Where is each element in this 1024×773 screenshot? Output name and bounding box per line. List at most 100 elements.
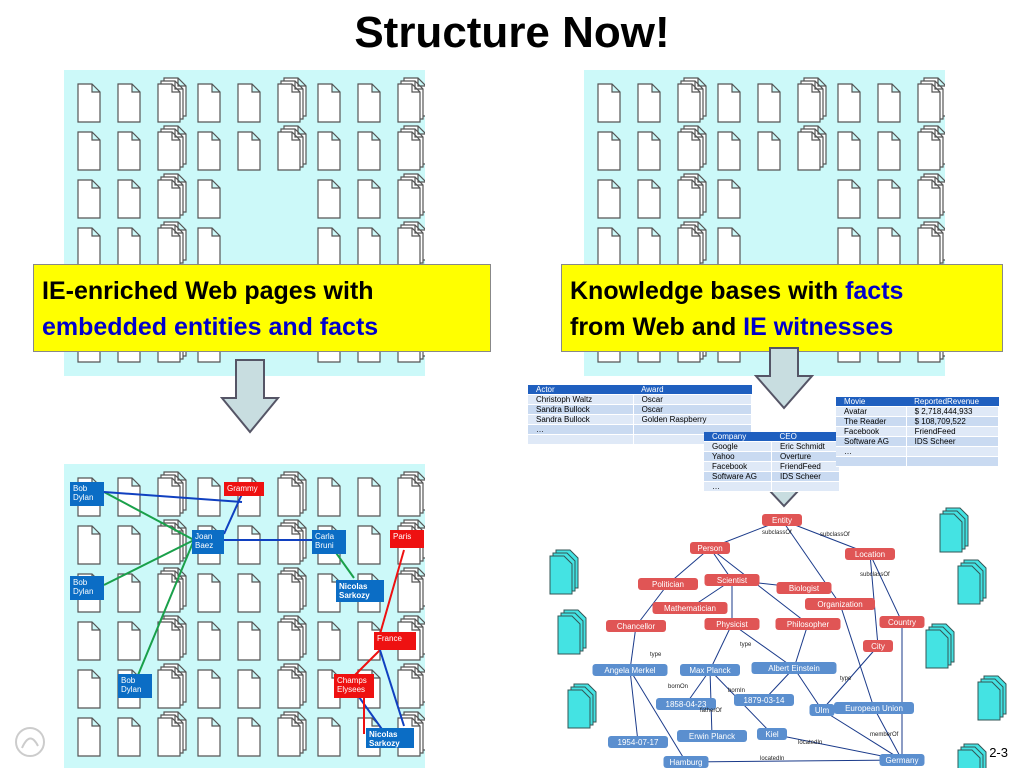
table-header: Award: [633, 385, 752, 395]
table-header: Movie: [836, 397, 907, 407]
kg-edge: [629, 669, 687, 763]
university-logo-icon: [14, 726, 46, 758]
kg-edge-label: locatedIn: [798, 740, 822, 746]
document-icon: [77, 83, 101, 123]
table-cell: …: [836, 446, 907, 457]
table-cell: FriendFeed: [906, 426, 1000, 437]
document-icon: [357, 179, 381, 219]
kg-edge-label: memberOf: [870, 732, 899, 738]
kg-edge: [709, 623, 733, 671]
document-icon: [117, 477, 141, 517]
kg-node: Ulm: [809, 704, 835, 716]
document-icon: [197, 717, 221, 757]
document-icon: [397, 567, 427, 613]
table-cell: [771, 481, 841, 492]
table-cell: Oscar: [633, 394, 753, 405]
document-icon: [357, 227, 381, 267]
entity-paris: Paris: [390, 530, 424, 548]
document-icon: [877, 179, 901, 219]
kg-edge: [731, 623, 795, 669]
kg-edge-label: type: [740, 642, 752, 648]
annotated-pages-panel: Bob Dylan Grammy Joan Baez Carla Bruni P…: [64, 464, 427, 768]
callout-line2: embedded entities and facts: [42, 313, 379, 341]
callout-ie-enriched: IE-enriched Web pages with embedded enti…: [33, 264, 491, 352]
kg-node-label: Physicist: [716, 620, 748, 629]
document-icon: [197, 227, 221, 267]
table-cell: FriendFeed: [771, 461, 841, 472]
kg-node-label: 1954-07-17: [618, 738, 659, 747]
document-icon: [277, 77, 307, 123]
down-arrow-icon: [220, 359, 280, 434]
document-icon: [597, 83, 621, 123]
entity-links: [103, 491, 405, 734]
document-icon: [157, 221, 187, 267]
kg-edge-label: subclassOf: [762, 530, 792, 536]
document-icon: [797, 125, 827, 171]
kg-edge: [873, 707, 903, 761]
document-icon: [637, 83, 661, 123]
kg-node-label: Germany: [886, 756, 919, 765]
document-icon: [117, 179, 141, 219]
document-icon: [957, 559, 987, 605]
table-cell: …: [528, 424, 634, 435]
table-cell: $ 108,709,522: [906, 416, 1000, 427]
document-icon: [317, 227, 341, 267]
document-icon: [877, 83, 901, 123]
document-icon: [237, 83, 261, 123]
table-cell: [633, 424, 753, 435]
document-icon: [717, 227, 741, 267]
callout-knowledge-bases: Knowledge bases with facts from Web and …: [561, 264, 1003, 352]
document-icon: [677, 221, 707, 267]
table-cell: Overture: [771, 451, 841, 462]
document-icon: [317, 131, 341, 171]
document-icon: [597, 131, 621, 171]
document-icon: [797, 77, 827, 123]
document-icon: [157, 711, 187, 757]
document-icon: [357, 525, 381, 565]
kg-node-label: Entity: [772, 516, 792, 525]
document-icon: [717, 131, 741, 171]
document-icon: [917, 221, 947, 267]
document-icon: [117, 131, 141, 171]
kg-node: European Union: [834, 702, 914, 714]
document-icon: [637, 131, 661, 171]
callout-line1: IE-enriched Web pages with: [42, 277, 374, 305]
table-cell: …: [704, 481, 772, 492]
kg-edge: [821, 645, 879, 711]
kg-node: 1879-03-14: [734, 694, 794, 706]
kg-node: Politician: [638, 578, 698, 590]
slide-number: 2-3: [989, 745, 1008, 760]
document-icon: [277, 567, 307, 613]
table-cell: Google: [704, 441, 772, 452]
kg-edge: [793, 623, 809, 669]
document-icon: [117, 83, 141, 123]
table-header: CEO: [771, 432, 840, 442]
table-row: Avatar$ 2,718,444,933: [836, 406, 1000, 417]
kg-node-label: Person: [697, 544, 722, 553]
table-row: …: [528, 424, 753, 435]
document-icon: [357, 477, 381, 517]
document-icon: [597, 179, 621, 219]
kg-node: Person: [690, 542, 730, 554]
kg-node: Physicist: [704, 618, 760, 630]
kg-node: Germany: [879, 754, 925, 766]
kg-node: Albert Einstein: [751, 662, 837, 674]
document-icon: [977, 675, 1007, 721]
document-icon: [197, 573, 221, 613]
entity-nicolas-sarkozy: Nicolas Sarkozy: [366, 728, 414, 748]
document-icon: [357, 83, 381, 123]
kg-node-label: Albert Einstein: [768, 664, 820, 673]
document-icon: [77, 179, 101, 219]
kg-node-label: European Union: [845, 704, 903, 713]
document-icon: [317, 179, 341, 219]
kg-node: Kiel: [757, 728, 787, 740]
table-cell: Yahoo: [704, 451, 772, 462]
kg-node: Philosopher: [775, 618, 841, 630]
entity-joan-baez: Joan Baez: [192, 530, 224, 554]
kg-edge: [821, 709, 903, 761]
table-cell: IDS Scheer: [906, 436, 1000, 447]
document-icon: [277, 615, 307, 661]
